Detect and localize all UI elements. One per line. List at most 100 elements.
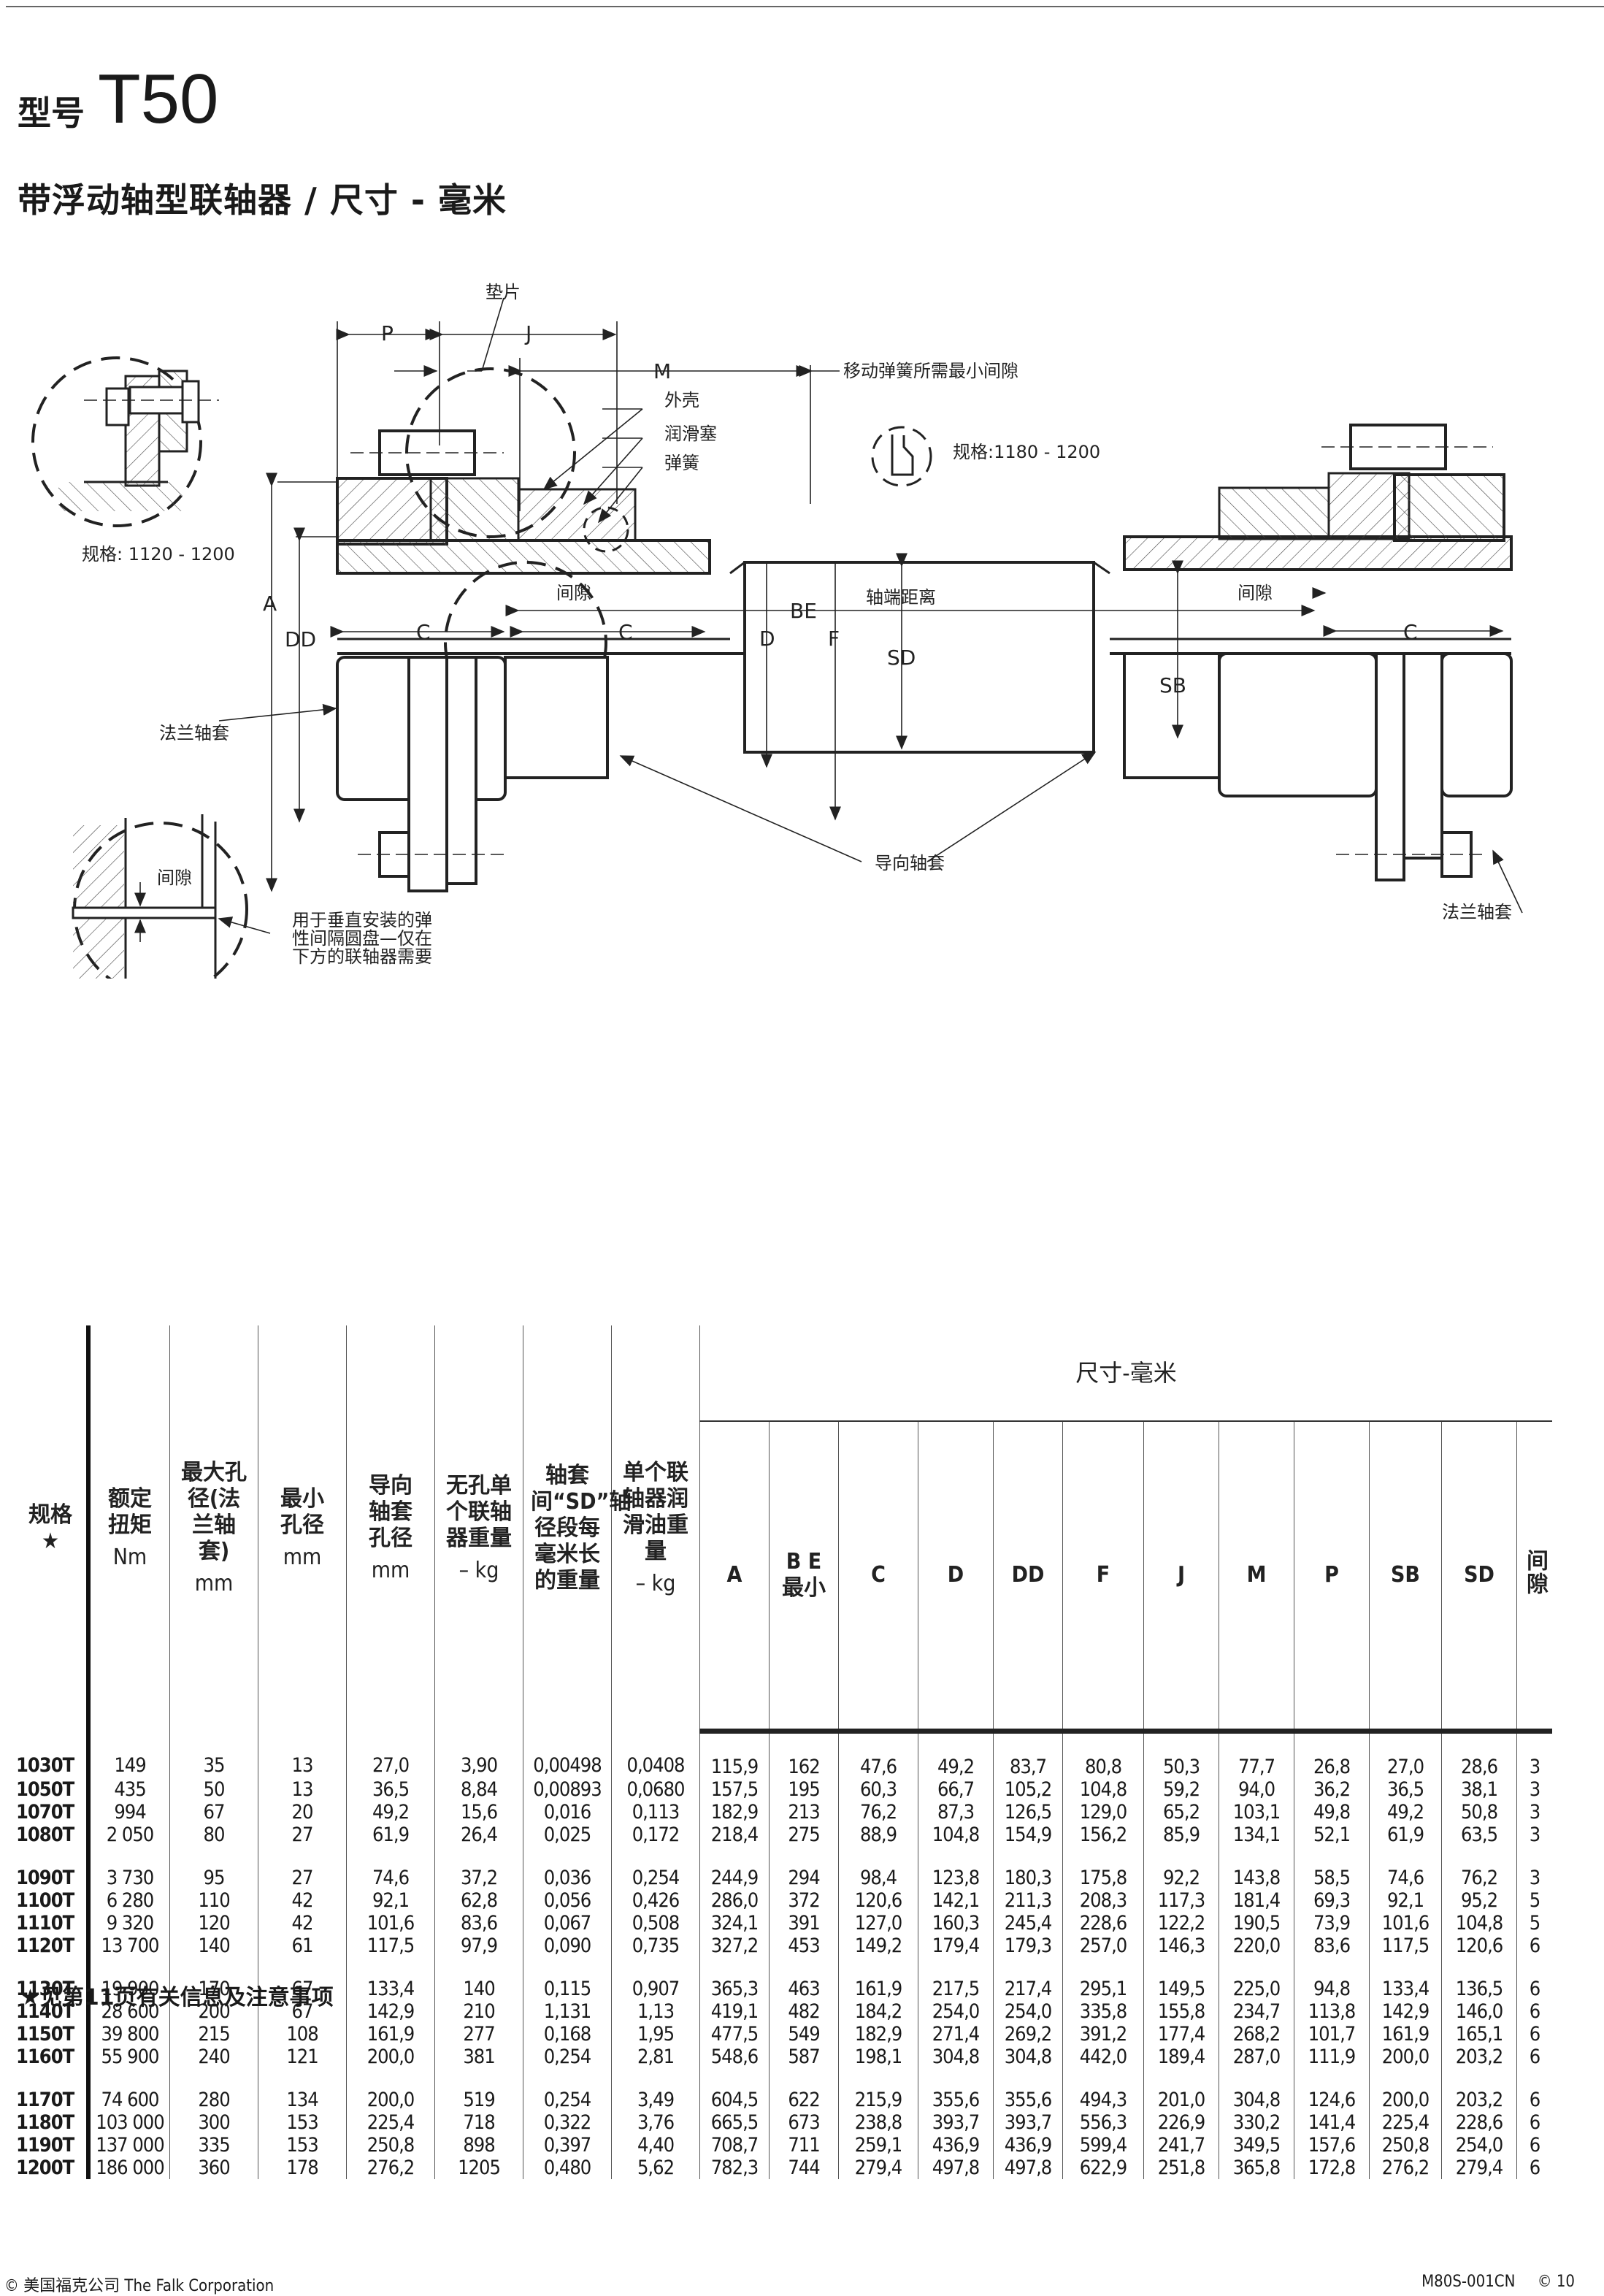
size-cell: 1130T — [15, 1978, 91, 2000]
value-cell: 6 — [1516, 1935, 1552, 1957]
value-cell: 42 — [258, 1912, 347, 1935]
value-cell: 549 — [769, 2023, 839, 2046]
size-cell: 1150T — [15, 2023, 91, 2046]
value-cell: 203,2 — [1441, 2046, 1517, 2068]
col-max-bore: 最大孔径(法兰轴套) mm — [169, 1325, 258, 1731]
spacer-cell — [918, 1846, 994, 1867]
value-cell: 744 — [769, 2157, 839, 2179]
value-cell: 80,8 — [1062, 1731, 1144, 1778]
value-cell: 4,40 — [611, 2134, 700, 2157]
size-cell: 1140T — [15, 2000, 91, 2023]
size-cell: 1080T — [15, 1824, 91, 1846]
value-cell: 665,5 — [699, 2111, 770, 2134]
value-cell: 5 — [1516, 1889, 1552, 1912]
value-cell: 335 — [169, 2134, 258, 2157]
footer-doc-code: M80S-001CN — [1421, 2273, 1516, 2291]
value-cell: 195 — [769, 1778, 839, 1801]
spacer-cell — [1441, 1846, 1517, 1867]
col-min-bore: 最小孔径 mm — [258, 1325, 347, 1731]
detail-bottom-left — [72, 814, 271, 997]
col-guide-bore: 导向轴套孔径 mm — [346, 1325, 435, 1731]
value-cell: 622,9 — [1062, 2157, 1144, 2179]
value-cell: 101,6 — [1369, 1912, 1442, 1935]
value-cell: 203,2 — [1441, 2089, 1517, 2111]
value-cell: 186 000 — [88, 2157, 170, 2179]
size-cell: 1200T — [15, 2157, 91, 2179]
model-code: T50 — [98, 60, 219, 138]
value-cell: 372 — [769, 1889, 839, 1912]
value-cell: 85,9 — [1143, 1824, 1219, 1846]
value-cell: 436,9 — [918, 2134, 994, 2157]
value-cell: 141,4 — [1294, 2111, 1370, 2134]
value-cell: 94,0 — [1219, 1778, 1294, 1801]
value-cell: 42 — [258, 1889, 347, 1912]
value-cell: 365,3 — [699, 1978, 770, 2000]
spring-label: 弹簧 — [664, 453, 699, 473]
footnote: ★见第11页有关信息及注意事项 — [20, 1985, 334, 2010]
value-cell: 182,9 — [838, 2023, 918, 2046]
detail-gap-label: 间隙 — [157, 868, 192, 888]
spacer-cell — [523, 2068, 612, 2089]
value-cell: 1205 — [434, 2157, 523, 2179]
spacer-cell — [169, 2068, 258, 2089]
value-cell: 0,056 — [523, 1889, 612, 1912]
value-cell: 994 — [88, 1801, 170, 1824]
spacer-cell — [1516, 1957, 1552, 1978]
col-be: B E 最小 — [769, 1421, 839, 1734]
value-cell: 28 600 — [88, 2000, 170, 2023]
col-guide-bore-label: 导向轴套孔径 — [369, 1472, 412, 1551]
value-cell: 6 280 — [88, 1889, 170, 1912]
value-cell: 0,067 — [523, 1912, 612, 1935]
size-cell: 1070T — [15, 1801, 91, 1824]
spacer-cell — [169, 1846, 258, 1867]
value-cell: 104,8 — [1441, 1912, 1517, 1935]
spacer-cell — [838, 1957, 918, 1978]
dim-be: BE — [790, 599, 817, 623]
value-cell: 67 — [258, 2000, 347, 2023]
value-cell: 146,0 — [1441, 2000, 1517, 2023]
value-cell: 259,1 — [838, 2134, 918, 2157]
value-cell: 95,2 — [1441, 1889, 1517, 1912]
value-cell: 190,5 — [1219, 1912, 1294, 1935]
value-cell: 327,2 — [699, 1935, 770, 1957]
value-cell: 6 — [1516, 2134, 1552, 2157]
value-cell: 198,1 — [838, 2046, 918, 2068]
value-cell: 1,13 — [611, 2000, 700, 2023]
value-cell: 435 — [88, 1778, 170, 1801]
value-cell: 238,8 — [838, 2111, 918, 2134]
value-cell: 3,90 — [434, 1731, 523, 1778]
vertical-note-line3: 下方的联轴器需要 — [292, 946, 432, 967]
spacer-cell — [993, 1957, 1063, 1978]
coupling-drawing-svg: 规格: 1120 - 1200 — [31, 282, 1523, 997]
right-coupling — [1110, 424, 1513, 881]
col-sd: SD — [1441, 1421, 1517, 1734]
value-cell: 254,0 — [918, 2000, 994, 2023]
value-cell: 15,6 — [434, 1801, 523, 1824]
value-cell: 3 — [1516, 1801, 1552, 1824]
value-cell: 254,0 — [1441, 2134, 1517, 2157]
value-cell: 276,2 — [1369, 2157, 1442, 2179]
spacer-cell — [1062, 1957, 1144, 1978]
value-cell: 5,62 — [611, 2157, 700, 2179]
gap-label-right: 间隙 — [1237, 583, 1273, 603]
value-cell: 111,9 — [1294, 2046, 1370, 2068]
left-coupling — [336, 367, 745, 892]
spacer-cell — [346, 2068, 435, 2089]
col-sd-weight: 轴套间“SD”轴径段每毫米长的重量 — [523, 1325, 631, 1731]
value-cell: 35 — [169, 1731, 258, 1778]
value-cell: 711 — [769, 2134, 839, 2157]
size-cell: 1190T — [15, 2134, 91, 2157]
value-cell: 20 — [258, 1801, 347, 1824]
value-cell: 142,1 — [918, 1889, 994, 1912]
value-cell: 36,5 — [346, 1778, 435, 1801]
value-cell: 0,036 — [523, 1867, 612, 1889]
value-cell: 27 — [258, 1824, 347, 1846]
value-cell: 80 — [169, 1824, 258, 1846]
value-cell: 92,1 — [346, 1889, 435, 1912]
col-j: J — [1143, 1421, 1219, 1734]
spacer-cell — [838, 2068, 918, 2089]
spacer-cell — [15, 1957, 91, 1978]
